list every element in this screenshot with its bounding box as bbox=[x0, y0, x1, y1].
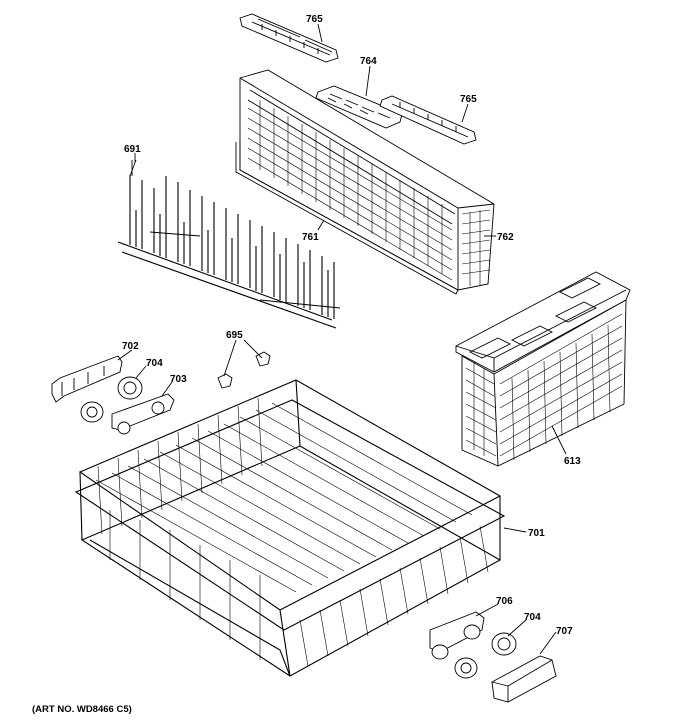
callout-761: 761 bbox=[302, 232, 319, 243]
callout-695: 695 bbox=[226, 330, 243, 341]
part-706 bbox=[429, 611, 485, 660]
callout-703: 703 bbox=[170, 374, 187, 385]
part-702 bbox=[51, 355, 123, 403]
cover-765-right bbox=[379, 95, 477, 145]
callout-765-right: 765 bbox=[460, 94, 477, 105]
lower-rack-701 bbox=[74, 379, 506, 677]
part-703 bbox=[111, 393, 175, 435]
leader-lines bbox=[117, 23, 567, 655]
cover-765-top bbox=[239, 13, 339, 63]
callout-691: 691 bbox=[124, 144, 141, 155]
callout-702: 702 bbox=[122, 341, 139, 352]
art-number: (ART NO. WD8466 C5) bbox=[32, 704, 132, 715]
silverware-basket-613 bbox=[455, 271, 631, 467]
callout-701: 701 bbox=[528, 528, 545, 539]
callout-765-top: 765 bbox=[306, 14, 323, 25]
callout-764: 764 bbox=[360, 56, 377, 67]
callout-707: 707 bbox=[556, 626, 573, 637]
callout-613: 613 bbox=[564, 456, 581, 467]
callout-704-right: 704 bbox=[524, 612, 541, 623]
wheel-704-left bbox=[80, 376, 143, 423]
callout-704-left: 704 bbox=[146, 358, 163, 369]
tine-row-691 bbox=[117, 159, 341, 329]
wheel-704-right bbox=[454, 632, 517, 679]
callout-762: 762 bbox=[497, 232, 514, 243]
part-707 bbox=[491, 655, 557, 703]
callout-706: 706 bbox=[496, 596, 513, 607]
silverware-basket-761 bbox=[235, 69, 495, 295]
